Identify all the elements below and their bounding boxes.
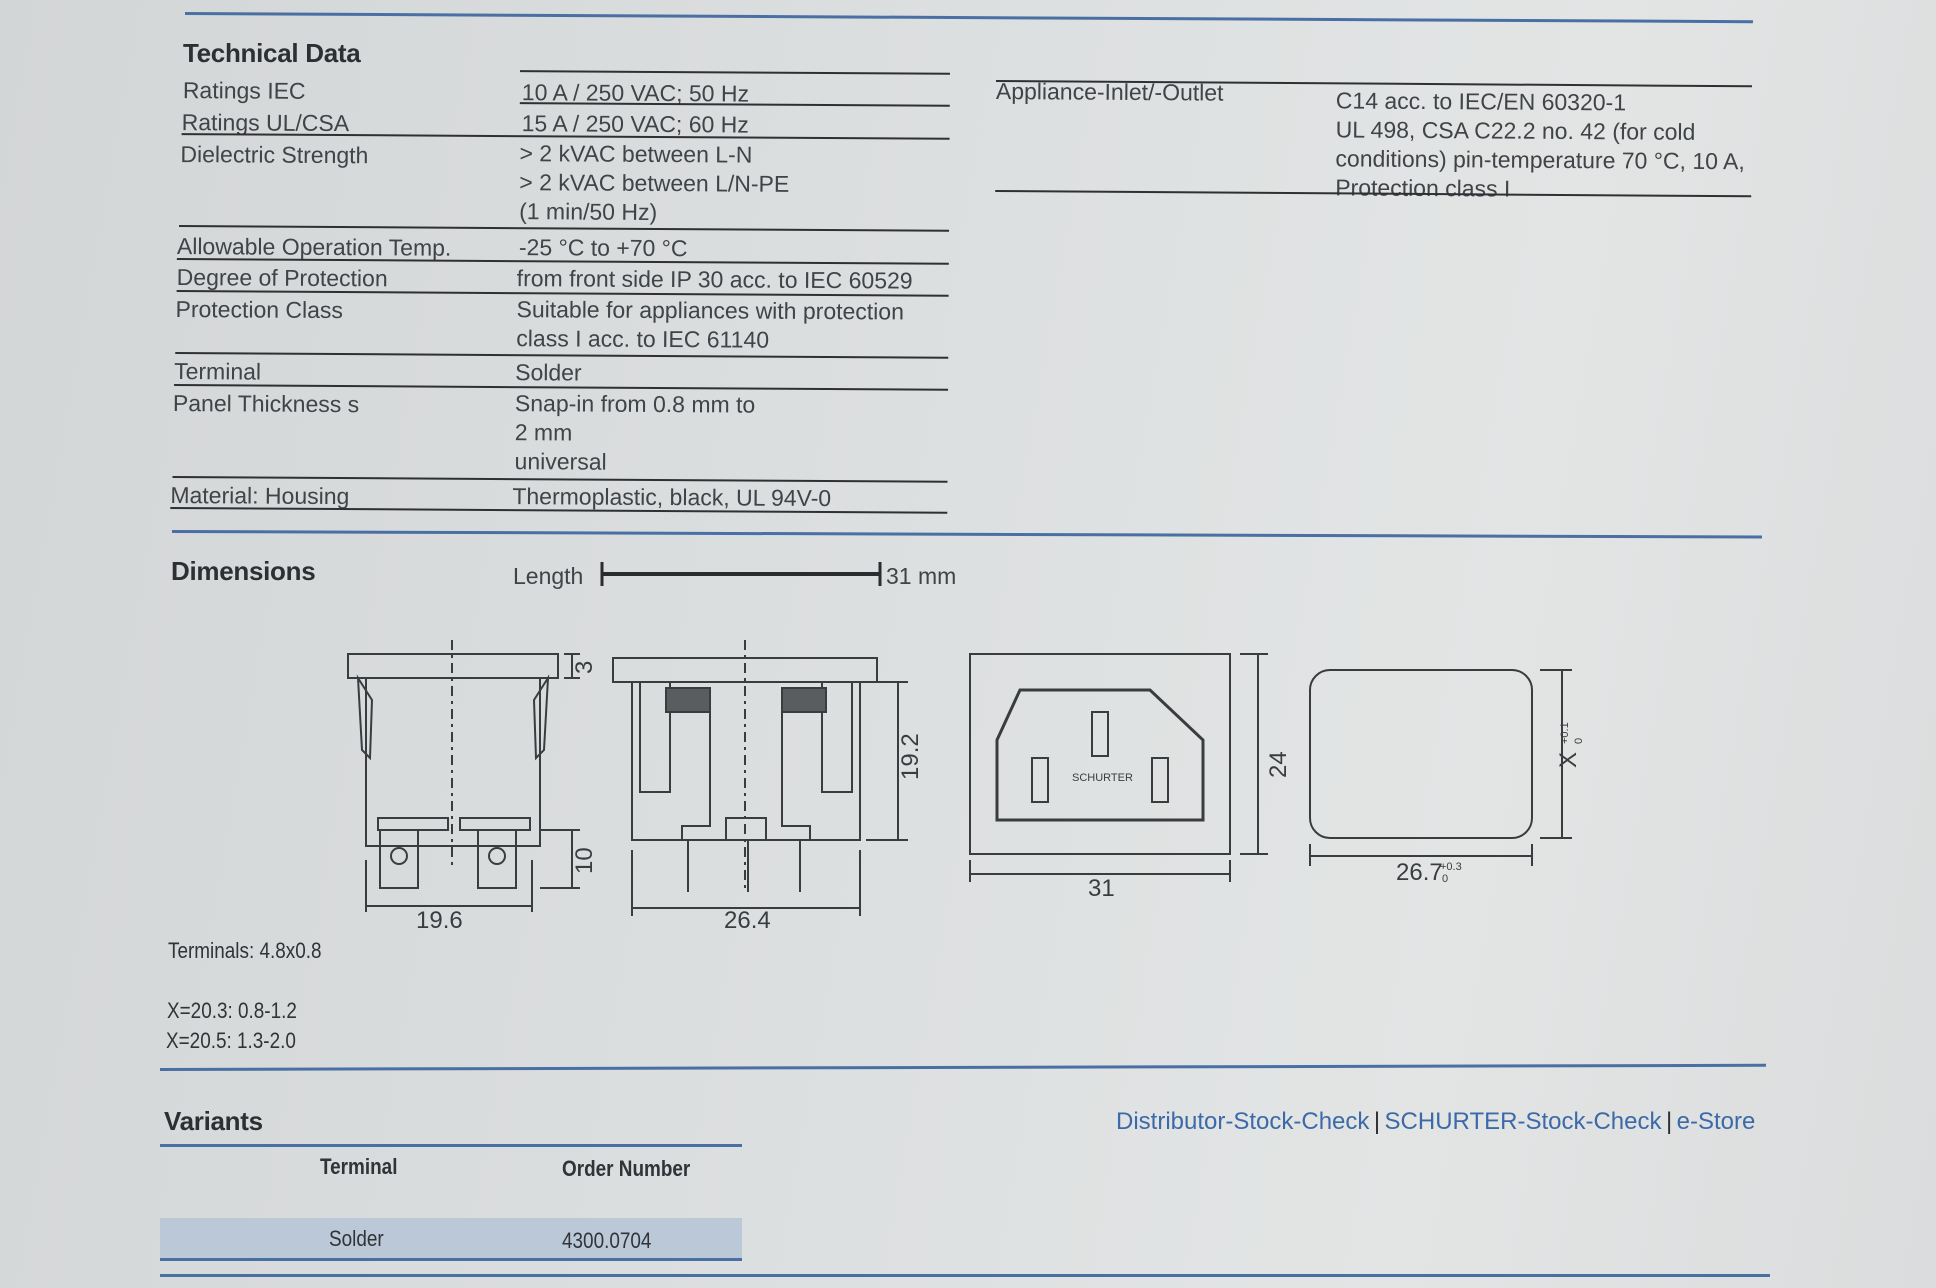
label-degree-protection: Degree of Protection bbox=[176, 264, 388, 292]
stock-links: Distributor-Stock-Check | SCHURTER-Stock… bbox=[1116, 1108, 1755, 1136]
value-degree-protection: from front side IP 30 acc. to IEC 60529 bbox=[516, 265, 913, 294]
face-view-drawing bbox=[969, 653, 1268, 882]
technical-data-heading: Technical Data bbox=[183, 38, 361, 68]
top-divider bbox=[184, 12, 1753, 24]
column-header-terminal: Terminal bbox=[320, 1154, 398, 1179]
side-view-drawing bbox=[347, 640, 580, 912]
dim-26-7-tol-top: +0.3 bbox=[1440, 861, 1462, 873]
value-ratings-ul: 15 A / 250 VAC; 60 Hz bbox=[521, 110, 749, 138]
value-panel-thickness-1: Snap-in from 0.8 mm to bbox=[514, 390, 756, 418]
label-terminal: Terminal bbox=[174, 358, 262, 385]
link-separator: | bbox=[1373, 1108, 1381, 1135]
dim-26-7-tol-bottom: 0 bbox=[1442, 873, 1448, 885]
dimensions-divider bbox=[171, 530, 1762, 539]
variants-heading: Variants bbox=[164, 1106, 263, 1136]
value-appliance-1: C14 acc. to IEC/EN 60320-1 bbox=[1335, 87, 1627, 116]
value-terminal: Solder bbox=[515, 359, 582, 386]
dimensions-heading: Dimensions bbox=[171, 556, 316, 586]
value-panel-thickness-2: 2 mm bbox=[514, 419, 573, 446]
dim-26-4: 26.4 bbox=[724, 907, 771, 934]
dim-31: 31 bbox=[1088, 875, 1115, 902]
label-appliance-inlet: Appliance-Inlet/-Outlet bbox=[995, 78, 1224, 106]
label-panel-thickness: Panel Thickness s bbox=[172, 390, 360, 418]
value-material-housing: Thermoplastic, black, UL 94V-0 bbox=[512, 483, 832, 512]
link-separator: | bbox=[1665, 1108, 1673, 1135]
value-protection-class-2: class I acc. to IEC 61140 bbox=[516, 325, 770, 353]
distributor-stock-check-link[interactable]: Distributor-Stock-Check bbox=[1116, 1108, 1370, 1135]
variants-divider bbox=[159, 1063, 1766, 1071]
table-top-rule bbox=[519, 70, 950, 75]
value-appliance-2: UL 498, CSA C22.2 no. 42 (for cold bbox=[1335, 116, 1696, 145]
length-scale-bar bbox=[600, 562, 882, 586]
schurter-stock-check-link[interactable]: SCHURTER-Stock-Check bbox=[1384, 1108, 1662, 1135]
dim-26-7: 26.7 bbox=[1396, 859, 1443, 886]
dimension-drawings: 3 10 19.6 26.4 19.2 SCHURTER 24 31 26.7 … bbox=[347, 640, 1585, 934]
dim-24: 24 bbox=[1265, 751, 1292, 778]
bottom-divider bbox=[160, 1274, 1770, 1277]
value-dielectric-2: > 2 kVAC between L/N-PE bbox=[519, 169, 790, 197]
dim-19-6: 19.6 bbox=[416, 907, 463, 934]
panel-cutout-drawing bbox=[1309, 669, 1572, 866]
variant-terminal: Solder bbox=[329, 1226, 384, 1251]
variants-table-bottom-rule bbox=[160, 1258, 742, 1261]
variant-row-highlight bbox=[160, 1218, 742, 1258]
label-ratings-iec: Ratings IEC bbox=[182, 77, 306, 104]
variant-order-number[interactable]: 4300.0704 bbox=[562, 1228, 652, 1253]
x-note-2: X=20.5: 1.3-2.0 bbox=[166, 1028, 296, 1053]
terminals-note: Terminals: 4.8x0.8 bbox=[168, 938, 322, 963]
dim-x-tol-bottom: 0 bbox=[1573, 738, 1585, 744]
variants-table-top-rule bbox=[160, 1144, 742, 1147]
dim-10: 10 bbox=[571, 847, 598, 874]
length-label: Length bbox=[513, 563, 584, 589]
column-header-order-number: Order Number bbox=[562, 1156, 691, 1181]
length-value: 31 mm bbox=[886, 563, 957, 589]
value-dielectric-1: > 2 kVAC between L-N bbox=[519, 140, 753, 168]
value-operation-temp: -25 °C to +70 °C bbox=[518, 234, 688, 262]
x-note-1: X=20.3: 0.8-1.2 bbox=[167, 998, 297, 1023]
value-dielectric-3: (1 min/50 Hz) bbox=[519, 198, 658, 225]
dim-3: 3 bbox=[571, 661, 598, 674]
front-view-drawing bbox=[612, 640, 908, 916]
e-store-link[interactable]: e-Store bbox=[1676, 1108, 1756, 1135]
appliance-inlet-block: Appliance-Inlet/-Outlet C14 acc. to IEC/… bbox=[995, 78, 1756, 202]
value-appliance-3: conditions) pin-temperature 70 °C, 10 A, bbox=[1335, 145, 1745, 175]
dim-x-tol-top: +0.1 bbox=[1559, 722, 1571, 744]
dim-x: X bbox=[1555, 752, 1582, 768]
brand-mark: SCHURTER bbox=[1072, 772, 1133, 784]
value-protection-class-1: Suitable for appliances with protection bbox=[516, 296, 905, 325]
label-material-housing: Material: Housing bbox=[170, 482, 350, 510]
label-dielectric: Dielectric Strength bbox=[180, 141, 369, 169]
value-panel-thickness-3: universal bbox=[514, 448, 607, 475]
label-protection-class: Protection Class bbox=[175, 296, 344, 324]
value-appliance-4: Protection class I bbox=[1335, 174, 1511, 202]
dim-19-2: 19.2 bbox=[897, 733, 924, 780]
